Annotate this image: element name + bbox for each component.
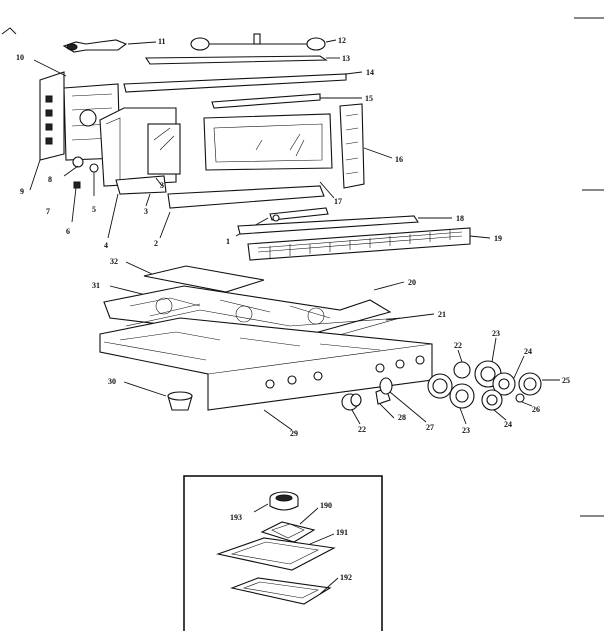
part-22-knob-left xyxy=(341,393,362,411)
part-2-rail xyxy=(167,185,325,209)
label-22a: 22 xyxy=(454,341,462,350)
part-24-knob-bottom xyxy=(481,389,503,411)
part-22-knob-small xyxy=(453,361,471,379)
label-15: 15 xyxy=(365,94,373,103)
label-14: 14 xyxy=(366,68,374,77)
label-28: 28 xyxy=(398,413,406,422)
part-29-cooktop-body xyxy=(99,317,433,411)
part-190-burner xyxy=(260,521,316,543)
part-10-side-panel xyxy=(39,71,65,161)
label-6: 6 xyxy=(66,227,70,236)
label-30: 30 xyxy=(108,377,116,386)
part-21-burner-grate xyxy=(125,309,401,347)
part-12-burner-tube xyxy=(190,33,326,51)
part-6-clip xyxy=(73,181,81,189)
part-191-drip-pan xyxy=(215,537,336,571)
label-23b: 23 xyxy=(462,426,470,435)
label-24b: 24 xyxy=(504,420,512,429)
part-193-burner-cap xyxy=(269,491,299,511)
label-25: 25 xyxy=(562,376,570,385)
label-10: 10 xyxy=(16,53,24,62)
part-27-spacer xyxy=(379,377,393,395)
part-18-rail xyxy=(237,215,419,235)
label-193: 193 xyxy=(230,513,242,522)
label-4: 4 xyxy=(104,241,108,250)
part-19-vent-grille xyxy=(247,227,471,261)
part-5-valve xyxy=(89,163,99,196)
label-24a: 24 xyxy=(524,347,532,356)
corner-mark xyxy=(1,27,17,35)
label-5: 5 xyxy=(92,205,96,214)
part-15-bracket xyxy=(211,93,321,109)
part-30-cup xyxy=(167,391,193,411)
label-13: 13 xyxy=(342,54,350,63)
label-16: 16 xyxy=(395,155,403,164)
part-8-knob xyxy=(72,156,84,168)
label-23a: 23 xyxy=(492,329,500,338)
label-26: 26 xyxy=(532,405,540,414)
part-3-stand xyxy=(115,175,167,195)
label-8: 8 xyxy=(48,175,52,184)
label-1: 1 xyxy=(226,237,230,246)
label-22b: 22 xyxy=(358,425,366,434)
part-14-rail xyxy=(123,73,347,93)
label-9: 9 xyxy=(20,187,24,196)
label-190: 190 xyxy=(320,501,332,510)
label-18: 18 xyxy=(456,214,464,223)
label-32: 32 xyxy=(110,257,118,266)
inset-box xyxy=(183,475,383,631)
part-1-rod xyxy=(269,207,329,222)
label-29: 29 xyxy=(290,429,298,438)
part-4-oven-box xyxy=(99,107,181,187)
part-25-knob-right xyxy=(518,372,542,396)
label-2: 2 xyxy=(154,239,158,248)
label-17: 17 xyxy=(334,197,342,206)
part-16-bracket xyxy=(339,103,365,189)
label-21: 21 xyxy=(438,310,446,319)
label-31: 31 xyxy=(92,281,100,290)
part-23-knob-bottom xyxy=(449,383,475,409)
label-3: 3 xyxy=(144,207,148,216)
part-17-glass-panel xyxy=(203,113,333,171)
label-20: 20 xyxy=(408,278,416,287)
part-11-igniter xyxy=(62,39,128,53)
label-27: 27 xyxy=(426,423,434,432)
part-192-tray xyxy=(230,577,332,605)
label-11: 11 xyxy=(158,37,166,46)
part-26-clip xyxy=(515,393,525,403)
label-7: 7 xyxy=(46,207,50,216)
label-3b: 3 xyxy=(160,181,164,190)
part-32-griddle xyxy=(143,265,265,293)
label-12: 12 xyxy=(338,36,346,45)
label-192: 192 xyxy=(340,573,352,582)
label-191: 191 xyxy=(336,528,348,537)
label-19: 19 xyxy=(494,234,502,243)
part-13-rail xyxy=(144,55,328,65)
part-23-knob-ring xyxy=(427,373,453,399)
part-24-knob-top xyxy=(492,372,516,396)
